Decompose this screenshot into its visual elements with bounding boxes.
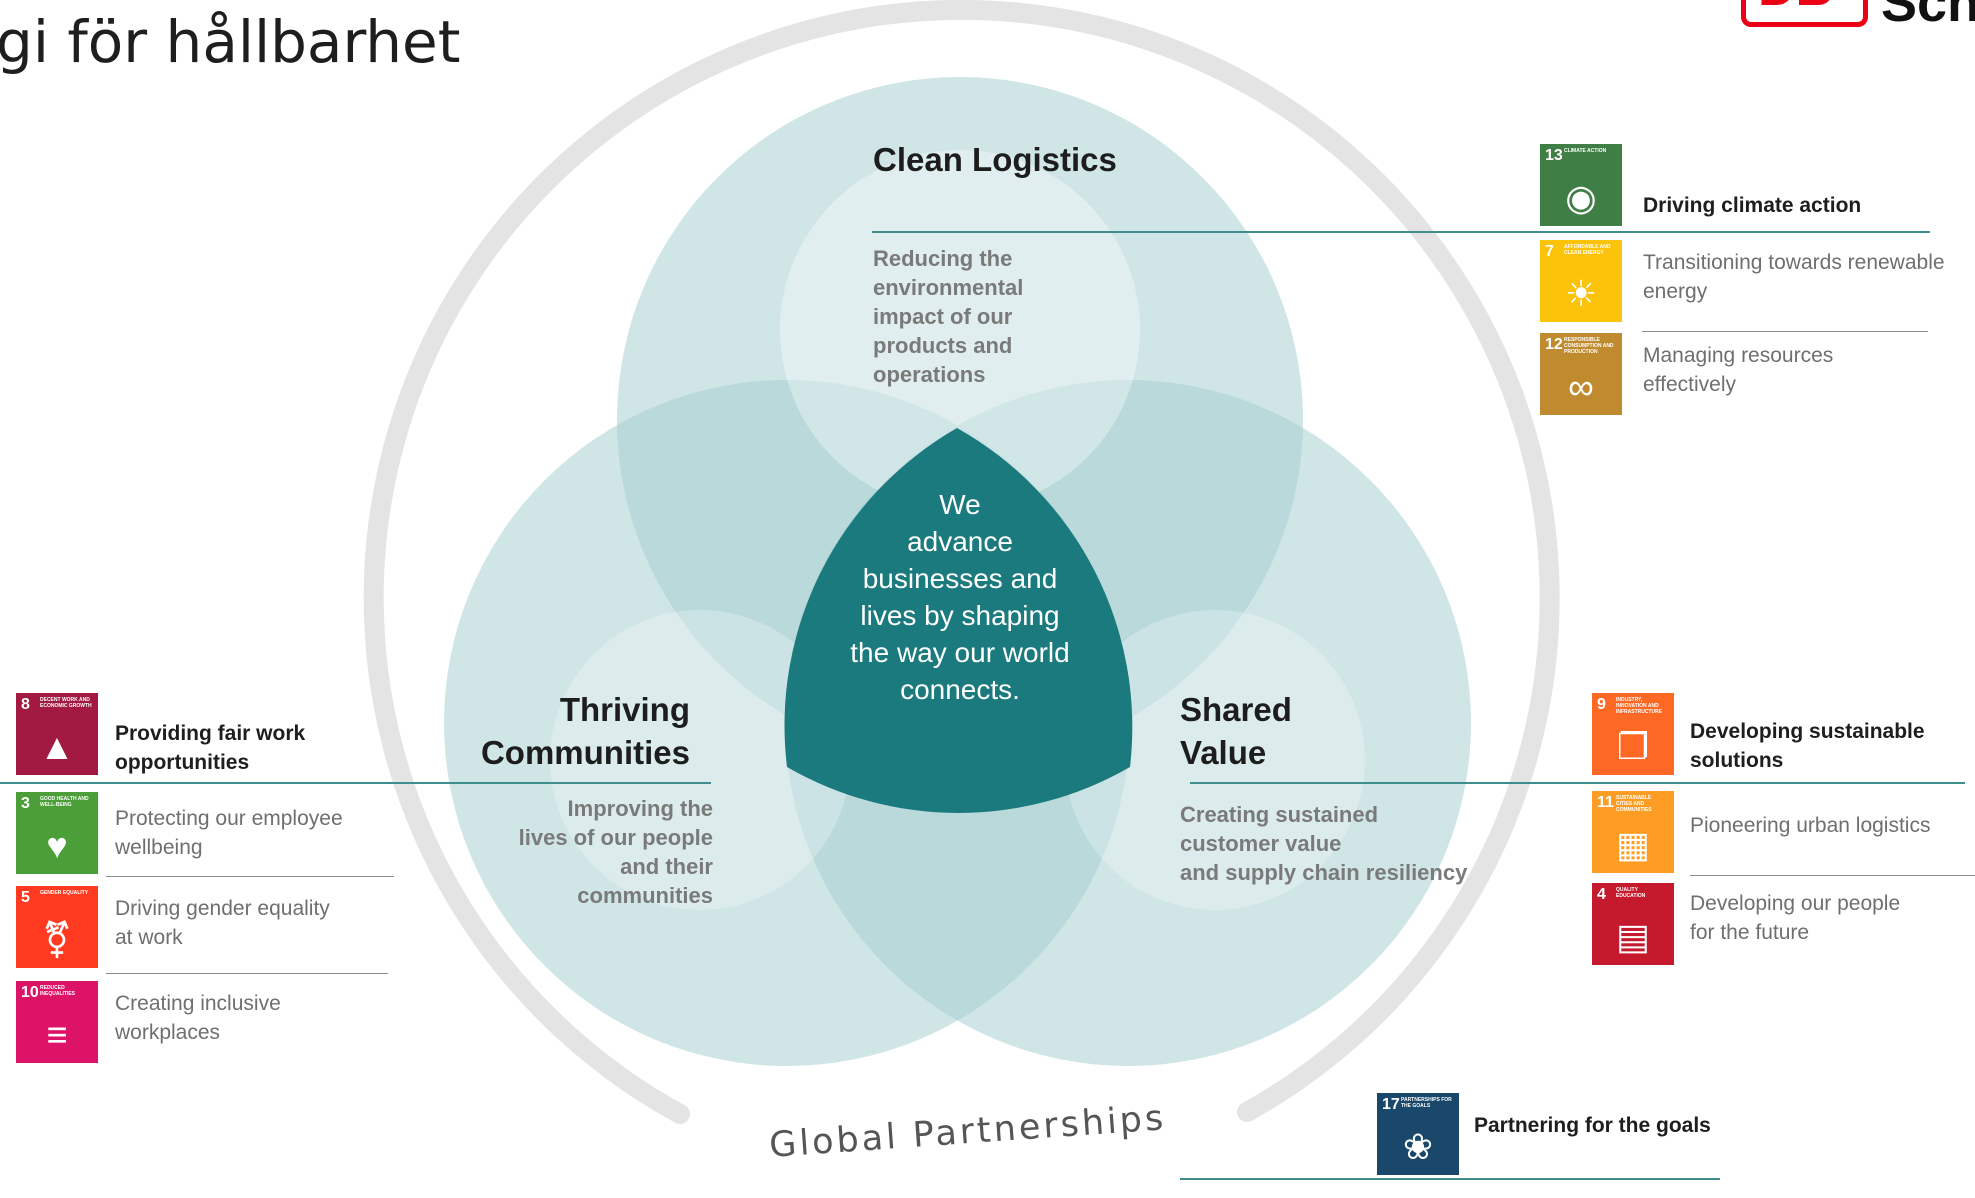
center-statement: We advance businesses and lives by shapi… <box>850 489 1070 705</box>
global-partnerships-ring <box>363 0 1560 1124</box>
thriving-communities-description: Improving the lives of our people and th… <box>518 796 713 908</box>
equality-arrows-icon: ≡ <box>46 1014 68 1055</box>
sdg-10-tile: 10 REDUCED INEQUALITIES ≡ <box>16 981 98 1063</box>
goal-fair-work: Providing fair work opportunities <box>115 722 306 774</box>
sdg-3-tile: 3 GOOD HEALTH AND WELL-BEING ♥ <box>16 792 98 874</box>
divider-line <box>1690 875 1975 876</box>
shared-value-description: Creating sustained customer value and su… <box>1180 802 1468 885</box>
clean-logistics-divider <box>872 231 1930 233</box>
heartbeat-icon: ♥ <box>46 825 68 866</box>
sun-icon: ☀ <box>1564 273 1598 314</box>
logo-wordmark: Sch <box>1881 0 1975 33</box>
gender-equality-icon: ⚧ <box>41 919 73 960</box>
clean-logistics-heading: Clean Logistics <box>873 141 1117 178</box>
sdg-9-tile: 9 INDUSTRY, INNOVATION AND INFRASTRUCTUR… <box>1592 693 1674 775</box>
sdg-17-tile: 17 PARTNERSHIPS FOR THE GOALS ❀ <box>1377 1093 1459 1175</box>
center-intersection <box>784 428 1133 813</box>
sdg-5-tile: 5 GENDER EQUALITY ⚧ <box>16 886 98 968</box>
shared-value-heading: Shared Value <box>1180 691 1292 771</box>
city-icon: ▦ <box>1615 824 1650 865</box>
shared-value-divider <box>1190 782 1965 784</box>
goal-driving-climate-action: Driving climate action <box>1643 194 1862 217</box>
goal-developing-people: Developing our people for the future <box>1690 892 1901 944</box>
sdg-13-tile: 13 CLIMATE ACTION ◉ <box>1540 144 1622 226</box>
logo-mark: DB <box>1758 0 1833 18</box>
sdg-4-tile: 4 QUALITY EDUCATION ▤ <box>1592 883 1674 965</box>
goal-inclusive-workplaces: Creating inclusive workplaces <box>115 992 281 1044</box>
cubes-icon: ❐ <box>1616 726 1650 767</box>
divider-line <box>106 973 388 974</box>
thriving-communities-heading: Thriving Communities <box>480 691 690 771</box>
infinity-icon: ∞ <box>1568 366 1594 407</box>
slide-title: gi för hållbarhet <box>0 8 461 76</box>
goal-managing-resources: Managing resources effectively <box>1643 344 1834 396</box>
flower-icon: ❀ <box>1402 1126 1434 1167</box>
eye-globe-icon: ◉ <box>1565 177 1597 218</box>
goal-urban-logistics: Pioneering urban logistics <box>1690 814 1931 837</box>
sdg-7-tile: 7 AFFORDABLE AND CLEAN ENERGY ☀ <box>1540 240 1622 322</box>
goal-renewable-energy: Transitioning towards renewable energy <box>1643 251 1945 303</box>
sdg-8-tile: 8 DECENT WORK AND ECONOMIC GROWTH ▲ <box>16 693 98 775</box>
sdg-12-tile: 12 RESPONSIBLE CONSUMPTION AND PRODUCTIO… <box>1540 333 1622 415</box>
growth-chart-icon: ▲ <box>39 726 75 767</box>
sdg-11-tile: 11 SUSTAINABLE CITIES AND COMMUNITIES ▦ <box>1592 791 1674 873</box>
book-icon: ▤ <box>1615 916 1650 957</box>
goal-employee-wellbeing: Protecting our employee wellbeing <box>115 807 343 859</box>
goal-sustainable-solutions: Developing sustainable solutions <box>1690 720 1925 772</box>
thriving-communities-divider <box>0 782 711 784</box>
clean-logistics-description: Reducing the environmental impact of our… <box>873 246 1024 387</box>
goal-partnering: Partnering for the goals <box>1474 1114 1711 1137</box>
goal-gender-equality: Driving gender equality at work <box>115 897 330 949</box>
partnerships-divider <box>1180 1178 1720 1180</box>
divider-line <box>1642 331 1928 332</box>
divider-line <box>106 876 394 877</box>
